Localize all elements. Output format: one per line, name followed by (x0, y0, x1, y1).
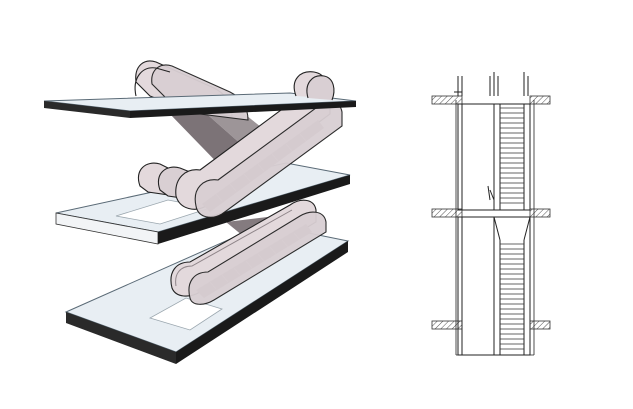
top-floor-slab (43, 67, 357, 118)
section-floor-slabs (431, 95, 551, 330)
section-step-ticks (500, 107, 524, 350)
section-guide-lines (455, 100, 535, 356)
section-escalator-right (493, 72, 531, 356)
lower-escalator (170, 199, 327, 305)
